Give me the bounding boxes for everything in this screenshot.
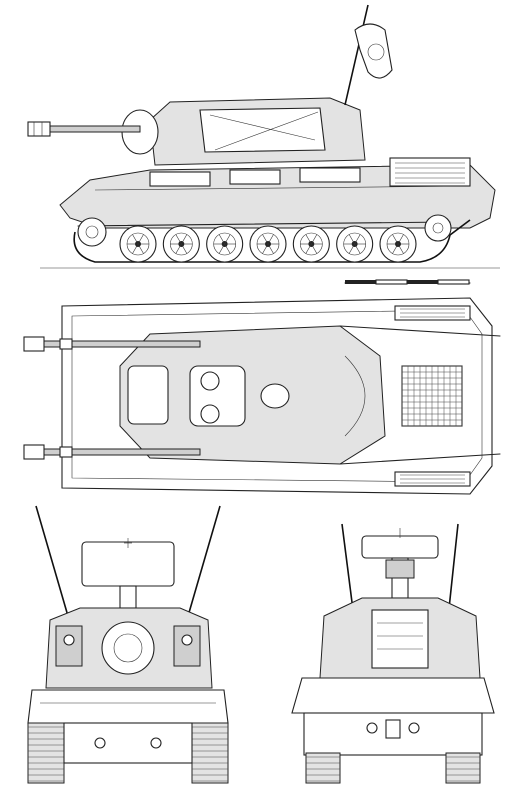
turret-side-panel: [199, 107, 326, 153]
grille-hatching: [401, 365, 463, 427]
road-wheel: [249, 225, 287, 263]
front-antenna-right: [185, 505, 221, 624]
track-lower: [73, 219, 471, 263]
road-wheel: [379, 225, 417, 263]
radar-antenna-mast: [344, 4, 369, 106]
rear-view-drawing: [291, 523, 495, 784]
top-view: [0, 286, 524, 504]
right-track-front: [191, 722, 229, 784]
periscope-left: [200, 371, 220, 391]
turret-rear-arc: [344, 355, 366, 437]
side-view: [0, 0, 524, 285]
hull-rear-deck: [291, 677, 495, 714]
tracking-radar-front: [101, 621, 155, 675]
right-track-rear: [445, 752, 481, 784]
left-track-front: [27, 722, 65, 784]
search-radar-panel: [81, 541, 175, 587]
track-link-lines-rear: [306, 756, 480, 782]
tracking-radar-rear: [385, 559, 415, 579]
search-radar-panel-rear: [361, 535, 439, 559]
front-view-drawing: [27, 505, 229, 784]
left-track-rear: [305, 752, 341, 784]
road-wheel: [119, 225, 157, 263]
left-gun-mount-front: [55, 625, 83, 667]
scale-bar: [344, 279, 471, 285]
tow-cable-left: [339, 325, 501, 337]
hull-fender-line: [94, 185, 466, 191]
turret-bustle: [371, 609, 429, 669]
road-wheel: [206, 225, 244, 263]
turret-panel-bracing: [209, 111, 319, 151]
side-stowage-bins: [394, 305, 471, 487]
rear-antenna-right: [447, 523, 459, 619]
hull-stowage-boxes: [149, 157, 471, 187]
road-wheel: [336, 225, 374, 263]
idler-hub: [85, 225, 99, 239]
rear-view: [262, 498, 524, 800]
road-wheel: [162, 225, 200, 263]
track-upper: [77, 221, 451, 227]
front-antenna-left: [35, 505, 71, 624]
side-view-drawing: [27, 4, 500, 285]
right-autocannon-top: [23, 444, 201, 460]
tracking-radar-dish: [354, 23, 393, 79]
left-autocannon-top: [23, 336, 201, 352]
hull-lower-front: [63, 722, 193, 764]
tow-cable-right: [339, 453, 501, 465]
search-radar-base: [127, 365, 169, 425]
road-wheels: [119, 225, 417, 263]
periscope-right: [200, 404, 220, 424]
muzzle-brake: [27, 121, 51, 137]
front-view: [0, 498, 262, 800]
road-wheel: [292, 225, 330, 263]
idler-wheel: [77, 217, 107, 247]
hull-front-glacis: [27, 689, 229, 724]
drive-sprocket: [424, 214, 452, 242]
right-gun-mount-front: [173, 625, 201, 667]
autocannon-barrel: [39, 125, 141, 133]
top-view-drawing: [23, 297, 501, 495]
gunner-hatch: [260, 383, 290, 409]
radar-mast-front: [119, 585, 137, 609]
sprocket-hub: [432, 222, 444, 234]
track-link-lines: [28, 726, 228, 782]
